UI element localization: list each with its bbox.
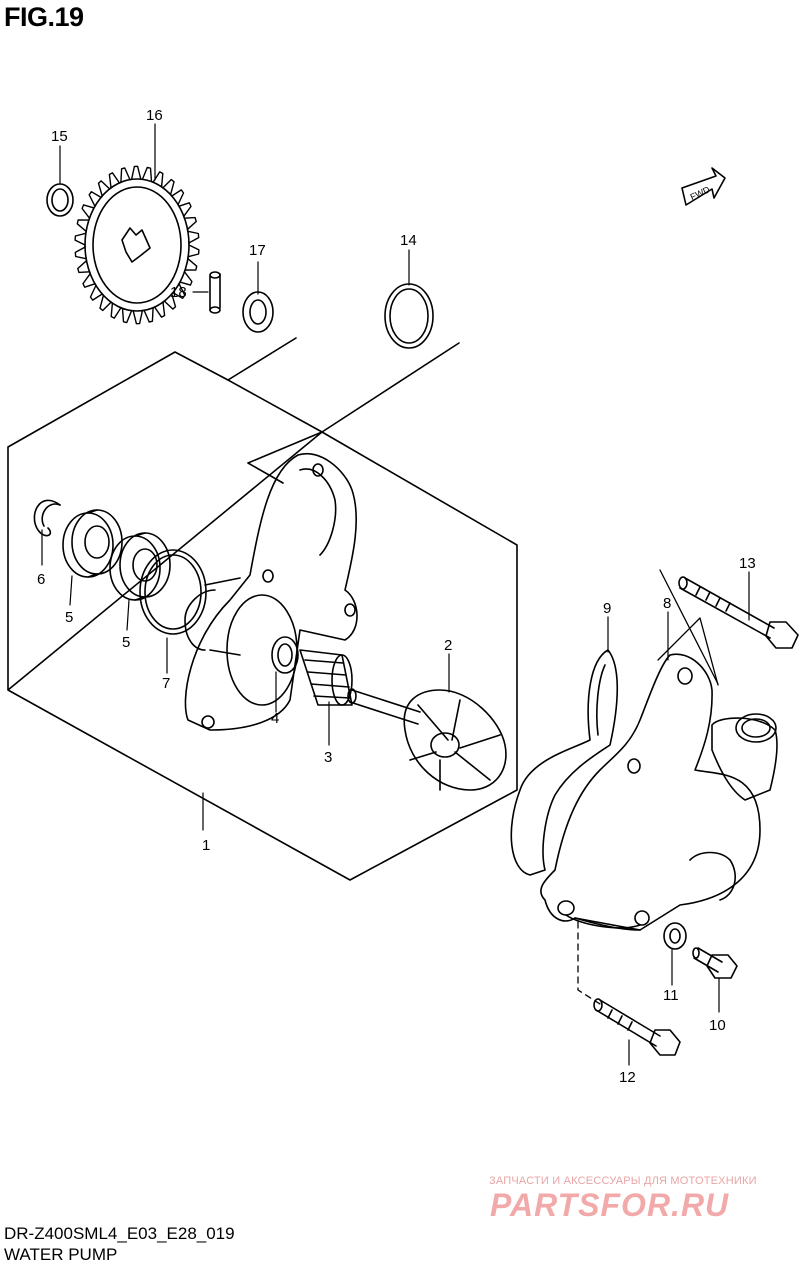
leader-lines bbox=[41, 123, 750, 1066]
alignment-lines bbox=[577, 569, 719, 1005]
pump-body bbox=[184, 452, 358, 731]
forward-arrow-icon: FWD bbox=[681, 167, 726, 206]
assembly-frame bbox=[7, 337, 518, 881]
watermark-logo: PARTSFOR.RU bbox=[490, 1187, 730, 1223]
part-2-impeller-shaft bbox=[347, 688, 507, 791]
part-4-seal bbox=[271, 636, 299, 674]
figure-code: DR-Z400SML4_E03_E28_019 bbox=[4, 1224, 235, 1243]
part-17-washer bbox=[242, 291, 274, 333]
callout-5b: 5 bbox=[122, 634, 130, 651]
figure-title: FIG.19 bbox=[4, 2, 84, 32]
callout-1: 1 bbox=[202, 837, 210, 854]
callout-14: 14 bbox=[400, 232, 417, 249]
part-5-bearing-a bbox=[62, 509, 123, 578]
callout-numbers: 1 2 3 4 5 5 6 7 8 9 10 11 12 13 14 15 16… bbox=[37, 107, 756, 1086]
callout-18: 18 bbox=[170, 284, 187, 301]
callout-13: 13 bbox=[739, 555, 756, 572]
callout-8: 8 bbox=[663, 595, 671, 612]
callout-4: 4 bbox=[271, 710, 279, 727]
callout-15: 15 bbox=[51, 128, 68, 145]
callout-2: 2 bbox=[444, 637, 452, 654]
callout-9: 9 bbox=[603, 600, 611, 617]
callout-16: 16 bbox=[146, 107, 163, 124]
part-14-o-ring bbox=[384, 283, 434, 349]
part-13-bolt bbox=[678, 576, 799, 649]
part-7-o-ring bbox=[139, 549, 207, 635]
part-6-circlip bbox=[33, 499, 61, 537]
assembly-frame-notch bbox=[247, 431, 323, 484]
callout-10: 10 bbox=[709, 1017, 726, 1034]
callout-5a: 5 bbox=[65, 609, 73, 626]
part-16-gear bbox=[74, 165, 200, 325]
callout-11: 11 bbox=[663, 987, 679, 1004]
figure-name: WATER PUMP bbox=[4, 1245, 118, 1264]
part-18-pin bbox=[209, 271, 221, 314]
callout-12: 12 bbox=[619, 1069, 636, 1086]
callout-7: 7 bbox=[162, 675, 170, 692]
callout-6: 6 bbox=[37, 571, 45, 588]
part-12-bolt bbox=[593, 998, 681, 1056]
part-8-pump-cover bbox=[540, 653, 778, 931]
part-9-gasket bbox=[510, 649, 619, 876]
part-10-bolt bbox=[692, 947, 738, 979]
watermark-tagline: ЗАПЧАСТИ И АКСЕССУАРЫ ДЛЯ МОТОТЕХНИКИ bbox=[489, 1175, 757, 1187]
callout-17: 17 bbox=[249, 242, 266, 259]
part-15-circlip bbox=[46, 183, 74, 217]
part-3-mechanical-seal bbox=[299, 649, 353, 706]
callout-3: 3 bbox=[324, 749, 332, 766]
part-11-washer bbox=[663, 922, 687, 950]
